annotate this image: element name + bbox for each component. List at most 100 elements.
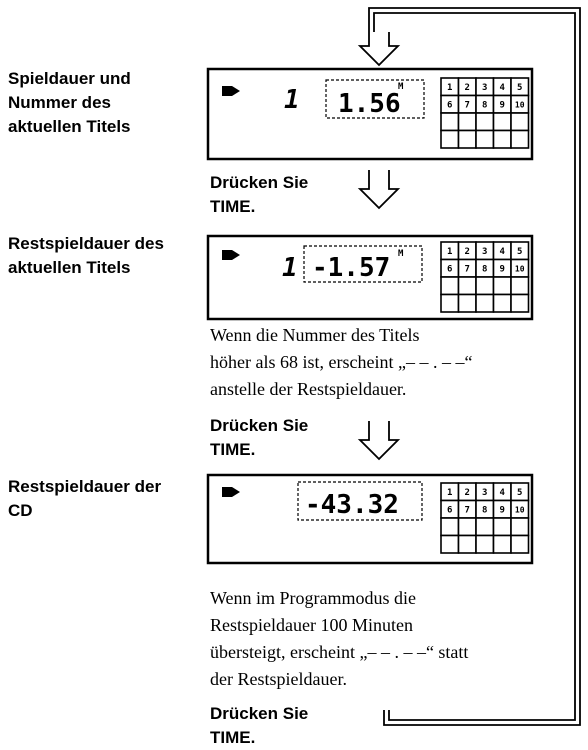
label-line: CD	[8, 501, 33, 520]
label-line: Restspieldauer des	[8, 234, 164, 253]
note-line: Wenn die Nummer des Titels	[210, 325, 420, 345]
calendar-number: 2	[465, 247, 470, 257]
calendar-number: 6	[447, 506, 452, 516]
calendar-cell	[440, 517, 460, 537]
calendar-cell	[440, 112, 460, 132]
calendar-cell	[457, 276, 477, 296]
calendar-number: 10	[515, 506, 525, 515]
calendar-number: 7	[465, 101, 470, 111]
press-time-instruction: Drücken Sie TIME.	[210, 414, 308, 462]
label-track-remaining: Restspieldauer des aktuellen Titels	[8, 232, 164, 280]
lcd-time: -43.32	[305, 490, 399, 520]
calendar-cell	[510, 112, 530, 132]
calendar-number: 5	[517, 83, 522, 93]
label-disc-remaining: Restspieldauer der CD	[8, 475, 161, 523]
press-line: TIME.	[210, 728, 256, 747]
calendar-cell	[492, 129, 512, 149]
play-indicator-icon	[222, 250, 240, 260]
loop-back-line-inner	[373, 12, 576, 721]
press-line: Drücken Sie	[210, 416, 309, 435]
calendar-cell	[492, 293, 512, 313]
calendar-number: 3	[482, 488, 487, 498]
calendar-cell	[440, 293, 460, 313]
calendar-cell	[475, 517, 495, 537]
lcd-track-number: 1	[282, 253, 298, 283]
calendar-cell	[510, 129, 530, 149]
calendar-number: 4	[500, 247, 506, 257]
press-line: TIME.	[210, 440, 256, 459]
calendar-cell	[492, 534, 512, 554]
play-indicator-icon	[222, 487, 240, 497]
calendar-number: 8	[482, 101, 487, 111]
calendar-cell	[475, 112, 495, 132]
calendar-cell	[440, 534, 460, 554]
calendar-number: 6	[447, 265, 452, 275]
calendar-number: 1	[447, 247, 452, 257]
calendar-cell	[475, 293, 495, 313]
calendar-cell	[440, 276, 460, 296]
calendar-cell	[510, 534, 530, 554]
press-time-instruction: Drücken Sie TIME.	[210, 702, 308, 750]
note-line: übersteigt, erscheint „– – . – –“ statt	[210, 642, 469, 662]
label-line: Spieldauer und	[8, 69, 131, 88]
press-line: Drücken Sie	[210, 173, 309, 192]
lcd-unit-mark: M	[398, 82, 404, 92]
calendar-number: 8	[482, 265, 487, 275]
note-line: Wenn im Programmodus die	[210, 588, 417, 608]
calendar-number: 4	[500, 83, 506, 93]
label-line: aktuellen Titels	[8, 117, 131, 136]
calendar-number: 7	[465, 506, 470, 516]
calendar-cell	[492, 517, 512, 537]
calendar-number: 3	[482, 247, 487, 257]
calendar-number: 1	[447, 488, 452, 498]
calendar-cell	[457, 112, 477, 132]
calendar-cell	[475, 129, 495, 149]
calendar-cell	[475, 276, 495, 296]
note-line: anstelle der Restspieldauer.	[210, 379, 407, 399]
music-calendar-grid: 1 2 3 4 5 6 7 8 9 10	[440, 241, 530, 313]
calendar-cell	[457, 517, 477, 537]
calendar-cell	[492, 112, 512, 132]
lcd-track-number: 1	[284, 85, 300, 115]
loop-back-line	[368, 7, 581, 726]
calendar-number: 3	[482, 83, 487, 93]
calendar-cell	[510, 276, 530, 296]
calendar-cell	[457, 129, 477, 149]
label-line: Nummer des	[8, 93, 111, 112]
calendar-cell	[510, 517, 530, 537]
note-line: höher als 68 ist, erscheint „– – . – –“	[210, 352, 473, 372]
press-line: Drücken Sie	[210, 704, 309, 723]
calendar-number: 9	[500, 101, 505, 111]
calendar-number: 7	[465, 265, 470, 275]
calendar-number: 4	[500, 488, 506, 498]
calendar-number: 9	[500, 265, 505, 275]
calendar-number: 9	[500, 506, 505, 516]
arrow-down-icon	[357, 421, 401, 461]
press-line: TIME.	[210, 197, 256, 216]
arrow-down-icon	[357, 32, 401, 67]
calendar-cell	[457, 293, 477, 313]
calendar-number: 1	[447, 83, 452, 93]
lcd-unit-mark: M	[398, 249, 404, 259]
label-current-track: Spieldauer und Nummer des aktuellen Tite…	[8, 67, 131, 139]
label-line: aktuellen Titels	[8, 258, 131, 277]
lcd-time: 1.56	[338, 89, 401, 119]
calendar-number: 10	[515, 101, 525, 110]
calendar-number: 5	[517, 247, 522, 257]
calendar-cell	[457, 534, 477, 554]
calendar-cell	[510, 293, 530, 313]
calendar-cell	[475, 534, 495, 554]
calendar-cell	[492, 276, 512, 296]
calendar-number: 10	[515, 265, 525, 274]
calendar-number: 5	[517, 488, 522, 498]
calendar-cell	[440, 129, 460, 149]
arrow-down-icon	[357, 170, 401, 210]
note-line: der Restspieldauer.	[210, 669, 347, 689]
lcd-time: -1.57	[312, 253, 390, 283]
note-track-number: Wenn die Nummer des Titels höher als 68 …	[210, 322, 472, 403]
calendar-number: 6	[447, 101, 452, 111]
